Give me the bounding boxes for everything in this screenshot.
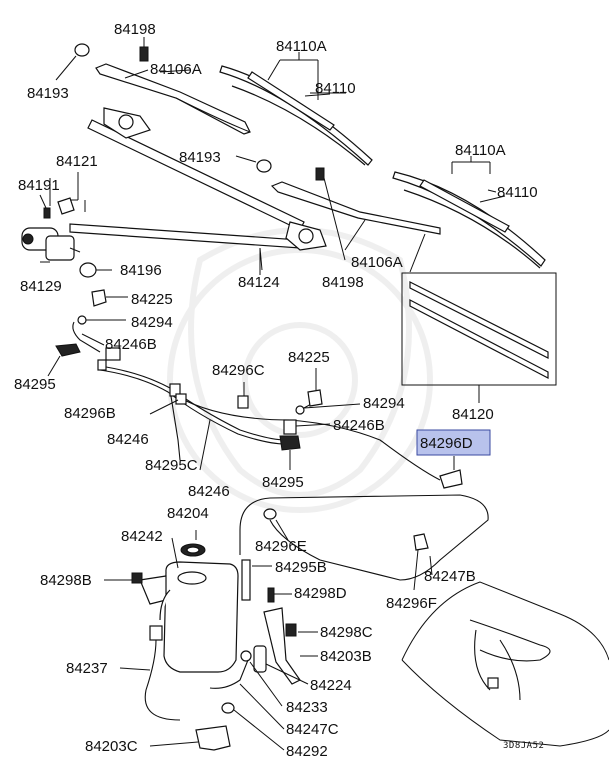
label-84225-b[interactable]: 84225 [288,349,330,366]
bolt-84298c[interactable] [285,623,297,637]
wiper-arm-lower[interactable] [270,181,441,251]
cap-84193[interactable] [55,43,90,81]
label-84296b[interactable]: 84296B [64,405,116,422]
part-labels: 84198 84193 84106A 84110A 84110 84121 84… [14,21,544,760]
connector-84295-b[interactable] [279,435,301,470]
label-84191[interactable]: 84191 [18,177,60,194]
label-84246b-a[interactable]: 84246B [105,336,157,353]
label-84110-a[interactable]: 84110 [315,80,356,97]
diagram-code: 3D8JA52 [503,741,544,751]
wiper-motor[interactable] [21,227,81,261]
clip-84296e[interactable] [263,508,277,520]
bracket-84203c[interactable] [195,725,231,751]
label-84294-b[interactable]: 84294 [363,395,405,412]
label-84121[interactable]: 84121 [56,153,98,170]
nut-84198-b[interactable] [315,167,346,261]
label-84246-a[interactable]: 84246 [107,431,149,448]
clip-84296b[interactable] [97,359,107,371]
leader-lines [40,69,497,751]
label-84242[interactable]: 84242 [121,528,163,545]
label-84296d[interactable]: 84296D [420,435,473,452]
label-84198-b[interactable]: 84198 [322,274,364,291]
wiper-arm-upper[interactable] [95,63,251,135]
label-84120[interactable]: 84120 [452,406,494,423]
clip-84296c[interactable] [237,382,249,409]
label-84296c[interactable]: 84296C [212,362,265,379]
blade-refill-box[interactable] [401,272,557,403]
watermark-logo [167,227,433,513]
label-84106a-a[interactable]: 84106A [150,61,202,78]
hose-84247c[interactable] [209,659,249,689]
label-84106a-b[interactable]: 84106A [351,254,403,271]
label-84110-b[interactable]: 84110 [497,184,538,201]
cap-84193-b[interactable] [235,155,272,173]
pump-84237[interactable] [144,625,181,721]
nozzle-84225-b[interactable] [307,368,323,407]
nipple-84292[interactable] [221,702,235,714]
label-84196[interactable]: 84196 [120,262,162,279]
clip-84296f[interactable] [413,533,429,591]
clip-84294-b[interactable] [295,403,361,415]
label-84295-b[interactable]: 84295 [262,474,304,491]
bolt-84191[interactable] [39,194,51,219]
nozzle-84225-a[interactable] [91,289,128,307]
washer-tube-main[interactable] [72,321,489,581]
label-84203b[interactable]: 84203B [320,648,372,665]
label-84298b[interactable]: 84298B [40,572,92,589]
label-84246b-b[interactable]: 84246B [333,417,385,434]
washer-reservoir[interactable] [139,561,239,673]
check-valve-84246b-a[interactable] [81,333,121,361]
label-84298c[interactable]: 84298C [320,624,373,641]
label-84295b[interactable]: 84295B [275,559,327,576]
label-84129[interactable]: 84129 [20,278,62,295]
label-84247c[interactable]: 84247C [286,721,339,738]
wiper-linkage[interactable] [69,107,327,271]
label-84233[interactable]: 84233 [286,699,328,716]
label-84246-b[interactable]: 84246 [188,483,230,500]
label-84294-a[interactable]: 84294 [131,314,173,331]
label-84295c[interactable]: 84295C [145,457,198,474]
label-84110a-a[interactable]: 84110A [276,38,327,55]
clip-84296d[interactable] [439,456,463,489]
nut-84198[interactable] [139,37,149,62]
label-84224[interactable]: 84224 [310,677,352,694]
bolt-84298d[interactable] [267,587,275,603]
clip-84294-a[interactable] [77,315,126,325]
motor-84224[interactable] [253,645,267,673]
label-84193-a[interactable]: 84193 [27,85,69,102]
label-84295-a[interactable]: 84295 [14,376,56,393]
label-84225-a[interactable]: 84225 [131,291,173,308]
check-valve-84246b-b[interactable] [283,419,331,435]
vehicle-front-inset [401,581,609,747]
label-84298d[interactable]: 84298D [294,585,347,602]
bracket-84203b[interactable] [263,607,301,685]
bolt-84298b[interactable] [131,572,143,584]
joint-84295c[interactable] [169,383,187,405]
label-84124[interactable]: 84124 [238,274,280,291]
pump-84295b[interactable] [241,559,251,601]
label-84193-b[interactable]: 84193 [179,149,221,166]
label-84198-a[interactable]: 84198 [114,21,156,38]
label-84237[interactable]: 84237 [66,660,108,677]
wiper-blade-right[interactable] [392,156,546,269]
label-84292[interactable]: 84292 [286,743,328,760]
label-84110a-b[interactable]: 84110A [455,142,506,159]
label-84247b[interactable]: 84247B [424,568,476,585]
grommet-84196[interactable] [79,262,112,278]
wiper-blade-upper[interactable] [219,52,373,166]
connector-84295-a[interactable] [47,343,81,377]
reservoir-cap-84204[interactable] [180,543,206,557]
label-84204[interactable]: 84204 [167,505,209,522]
label-84296f[interactable]: 84296F [386,595,437,612]
label-84203c[interactable]: 84203C [85,738,138,755]
bracket-84121[interactable] [57,172,79,215]
grommet-84233[interactable] [240,650,252,662]
highlight-box-84296d [416,429,491,456]
label-84296e[interactable]: 84296E [255,538,307,555]
